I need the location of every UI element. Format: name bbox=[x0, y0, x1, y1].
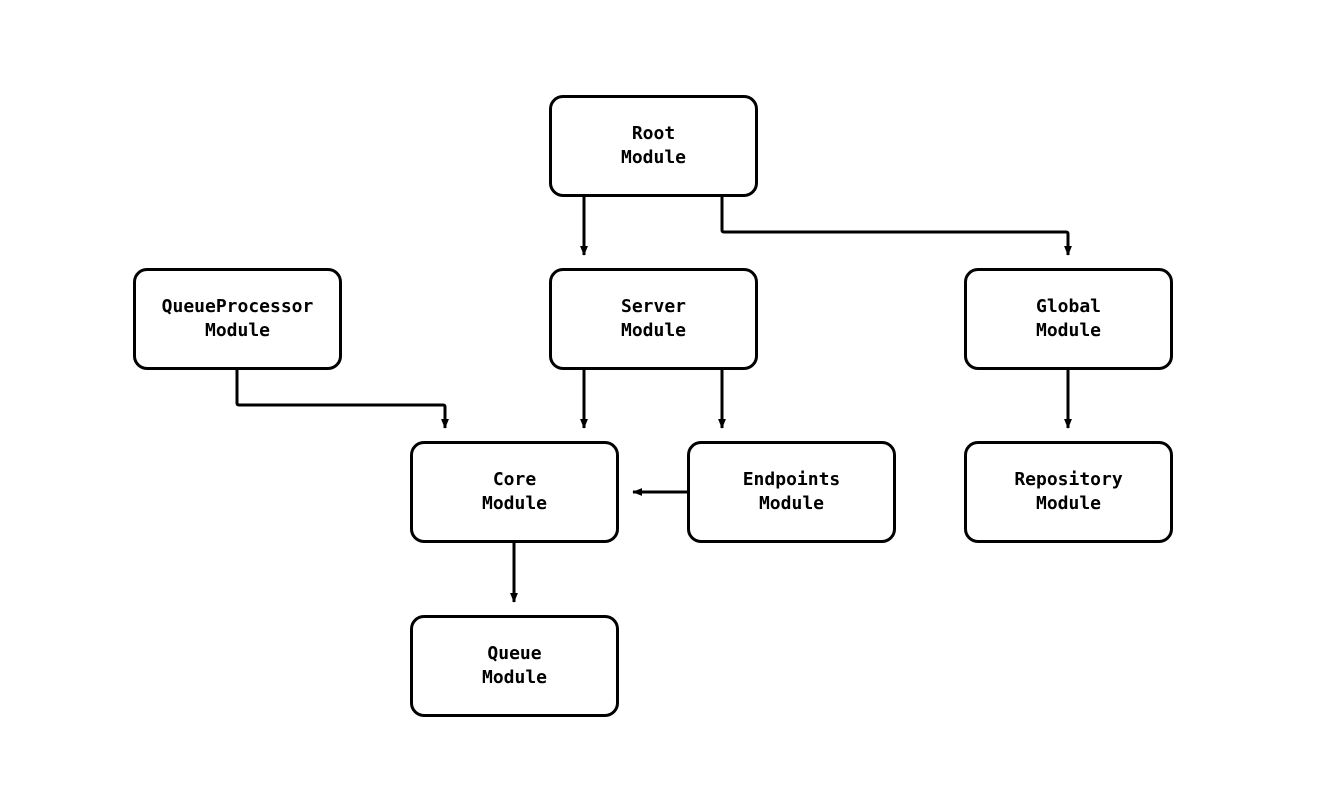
node-root-module[interactable]: Root Module bbox=[549, 95, 758, 197]
node-endpoints-module-label: Endpoints Module bbox=[742, 468, 841, 514]
node-global-module[interactable]: Global Module bbox=[964, 268, 1173, 370]
node-root-module-label: Root Module bbox=[620, 122, 687, 168]
node-queue-module-label: Queue Module bbox=[481, 642, 548, 688]
node-global-module-label: Global Module bbox=[1035, 295, 1102, 341]
node-repository-module-label: Repository Module bbox=[1014, 468, 1123, 514]
node-queueprocessor-module-label: QueueProcessor Module bbox=[161, 295, 314, 341]
node-server-module[interactable]: Server Module bbox=[549, 268, 758, 370]
node-core-module[interactable]: Core Module bbox=[410, 441, 619, 543]
node-queue-module[interactable]: Queue Module bbox=[410, 615, 619, 717]
node-endpoints-module[interactable]: Endpoints Module bbox=[687, 441, 896, 543]
node-core-module-label: Core Module bbox=[481, 468, 548, 514]
node-queueprocessor-module[interactable]: QueueProcessor Module bbox=[133, 268, 342, 370]
edge-queueprocessor-to-core bbox=[235, 370, 449, 429]
edge-root-to-global bbox=[720, 197, 1072, 256]
node-server-module-label: Server Module bbox=[620, 295, 687, 341]
node-repository-module[interactable]: Repository Module bbox=[964, 441, 1173, 543]
